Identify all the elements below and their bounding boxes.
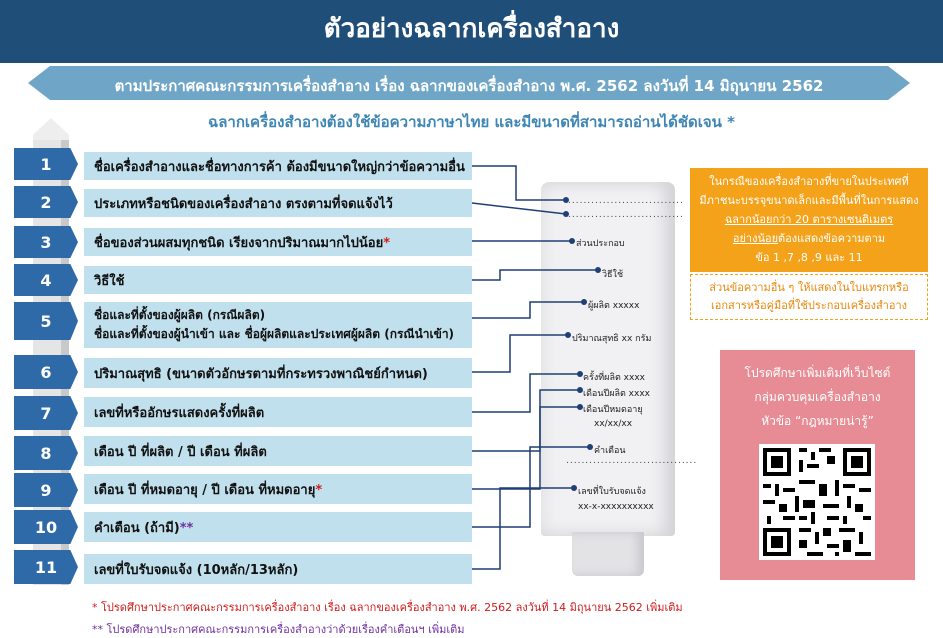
item-number-3: 3 [14, 226, 78, 258]
pink-line-1: โปรดศึกษาเพิ่มเติมที่เว็บไซต์ [744, 366, 891, 380]
dot-4 [595, 267, 601, 273]
orange-line-3: ฉลากน้อยกว่า 20 ตารางเซนติเมตร [724, 213, 894, 226]
item-number-7: 7 [14, 396, 78, 430]
item-text-4: วิธีใช้ [94, 273, 125, 289]
qr-code-icon[interactable] [759, 444, 875, 560]
tube-exp-value: xx/xx/xx [594, 419, 633, 429]
item-number-6: 6 [14, 355, 78, 389]
tube-manufacturer: ผู้ผลิต xxxxx [588, 301, 640, 311]
item-bar-1: ชื่อเครื่องสำอางและชื่อทางการค้า ต้องมีข… [84, 152, 472, 180]
connector-1 [472, 165, 566, 201]
item-number-5: 5 [14, 302, 78, 340]
pink-line-3: หัวข้อ “กฎหมายน่ารู้” [761, 414, 874, 428]
item-3-asterisk: * [383, 235, 391, 251]
item-number-8: 8 [14, 436, 78, 470]
subtitle: ฉลากเครื่องสำอางต้องใช้ข้อความภาษาไทย แล… [208, 113, 735, 131]
dot-11 [571, 485, 577, 491]
dashed-line-1: ส่วนข้อความอื่น ๆ ให้แสดงในใบแทรกหรือ [709, 281, 909, 294]
item-text-5b: ชื่อและที่ตั้งของผู้นำเข้า และ ชื่อผู้ผล… [94, 327, 455, 341]
orange-line-4b: ต้องแสดงข้อความตาม [778, 232, 886, 245]
other-text-note: ส่วนข้อความอื่น ๆ ให้แสดงในใบแทรกหรือ เอ… [690, 274, 928, 320]
dot-2 [563, 211, 569, 217]
small-package-note: ในกรณีของเครื่องสำอางที่ขายในประเทศที่ ม… [690, 168, 928, 272]
footnote-1: * โปรดศึกษาประกาศคณะกรรมการเครื่องสำอาง … [92, 601, 683, 614]
item-bar-7: เลขที่หรืออักษรแสดงครั้งที่ผลิต [84, 397, 472, 427]
dot-8 [577, 387, 583, 393]
connector-4 [472, 269, 598, 281]
tube-net-quantity: ปริมาณสุทธิ xx กรัม [572, 334, 652, 344]
tube-cap [572, 532, 644, 576]
ribbon-text: ตามประกาศคณะกรรมการเครื่องสำอาง เรื่อง ฉ… [114, 77, 824, 95]
dot-9 [577, 404, 583, 410]
ribbon-banner [28, 66, 910, 100]
pink-line-2: กลุ่มควบคุมเครื่องสำอาง [754, 390, 881, 404]
item-number-2: 2 [14, 186, 78, 218]
item-bar-2: ประเภทหรือชนิดของเครื่องสำอาง ตรงตามที่จ… [84, 189, 472, 217]
item-10-asterisks: ** [179, 520, 194, 536]
item-number-9: 9 [14, 473, 78, 507]
item-bar-4: วิธีใช้ [84, 266, 472, 294]
orange-line-1: ในกรณีของเครื่องสำอางที่ขายในประเทศที่ [709, 175, 909, 188]
tube-lot: ครั้งที่ผลิต xxxx [583, 373, 645, 383]
tube-name-dots: .............................. [568, 196, 684, 206]
orange-line-4a: อย่างน้อย [732, 232, 779, 245]
tube-warning: คำเตือน [594, 446, 626, 456]
header-banner [0, 0, 943, 63]
item-bar-11: เลขที่ใบรับจดแจ้ง (10หลัก/13หลัก) [84, 554, 472, 584]
item-text-2: ประเภทหรือชนิดของเครื่องสำอาง ตรงตามที่จ… [94, 196, 393, 212]
item-bar-9: เดือน ปี ที่หมดอายุ / ปี เดือน ที่หมดอาย… [84, 474, 472, 504]
item-bar-5: ชื่อและที่ตั้งของผู้ผลิต (กรณีผลิต) ชื่อ… [84, 302, 472, 348]
item-text-9: เดือน ปี ที่หมดอายุ / ปี เดือน ที่หมดอาย… [94, 482, 316, 498]
connector-10 [472, 446, 590, 528]
item-text-1: ชื่อเครื่องสำอางและชื่อทางการค้า ต้องมีข… [94, 159, 465, 175]
item-number-4: 4 [14, 264, 78, 296]
tube-exp-date: เดือนปีหมดอายุ [583, 405, 643, 415]
connector-5 [472, 301, 584, 319]
connector-6 [472, 334, 568, 373]
item-text-5a: ชื่อและที่ตั้งของผู้ผลิต (กรณีผลิต) [94, 308, 266, 322]
item-number-10: 10 [14, 510, 78, 544]
item-number-1: 1 [14, 148, 78, 180]
dot-3 [569, 238, 575, 244]
tube-warning-dots: .................................. [566, 456, 698, 466]
item-bar-8: เดือน ปี ที่ผลิต / ปี เดือน ที่ผลิต [84, 436, 472, 466]
tube-mfg-date: เดือนปีผลิต xxxx [583, 389, 650, 399]
dashed-line-2: เอกสารหรือคู่มือที่ใช้ประกอบเครื่องสำอาง [711, 299, 907, 312]
connector-11 [472, 487, 574, 570]
item-text-3: ชื่อของส่วนผสมทุกชนิด เรียงจากปริมาณมากไ… [94, 235, 384, 251]
connector-9 [472, 406, 580, 490]
item-bar-3: ชื่อของส่วนผสมทุกชนิด เรียงจากปริมาณมากไ… [84, 228, 472, 256]
item-9-asterisk: * [315, 482, 323, 498]
dot-1 [563, 197, 569, 203]
connector-8 [472, 389, 580, 452]
item-number-11: 11 [14, 550, 78, 584]
item-text-6: ปริมาณสุทธิ (ขนาดตัวอักษรตามที่กระทรวงพา… [94, 366, 428, 382]
tube-ingredients: ส่วนประกอบ [576, 239, 625, 249]
dot-6 [565, 332, 571, 338]
connector-2 [471, 202, 567, 215]
item-text-11: เลขที่ใบรับจดแจ้ง (10หลัก/13หลัก) [94, 562, 299, 578]
item-bar-6: ปริมาณสุทธิ (ขนาดตัวอักษรตามที่กระทรวงพา… [84, 358, 472, 388]
footnote-2: ** โปรดศึกษาประกาศคณะกรรมการเครื่องสำอาง… [92, 623, 465, 636]
connector-7 [472, 373, 580, 413]
page-title: ตัวอย่างฉลากเครื่องสำอาง [323, 14, 620, 44]
item-text-8: เดือน ปี ที่ผลิต / ปี เดือน ที่ผลิต [94, 444, 267, 460]
tube-notification-value: xx-x-xxxxxxxxxx [578, 502, 654, 512]
dot-10 [587, 444, 593, 450]
orange-line-5: ข้อ 1 ,7 ,8 ,9 และ 11 [755, 251, 863, 264]
item-bar-10: คำเตือน (ถ้ามี)** [84, 512, 472, 542]
dot-5 [581, 299, 587, 305]
dot-7 [577, 371, 583, 377]
tube-notification: เลขที่ใบรับจดแจ้ง [578, 487, 646, 497]
tube-type-dots: .............................. [568, 210, 684, 220]
orange-line-2: มีภาชนะบรรจุขนาดเล็กและมีพื้นที่ในการแสด… [699, 194, 919, 207]
tube-usage: วิธีใช้ [602, 270, 624, 280]
item-text-7: เลขที่หรืออักษรแสดงครั้งที่ผลิต [94, 405, 265, 421]
item-text-10: คำเตือน (ถ้ามี) [94, 520, 180, 536]
